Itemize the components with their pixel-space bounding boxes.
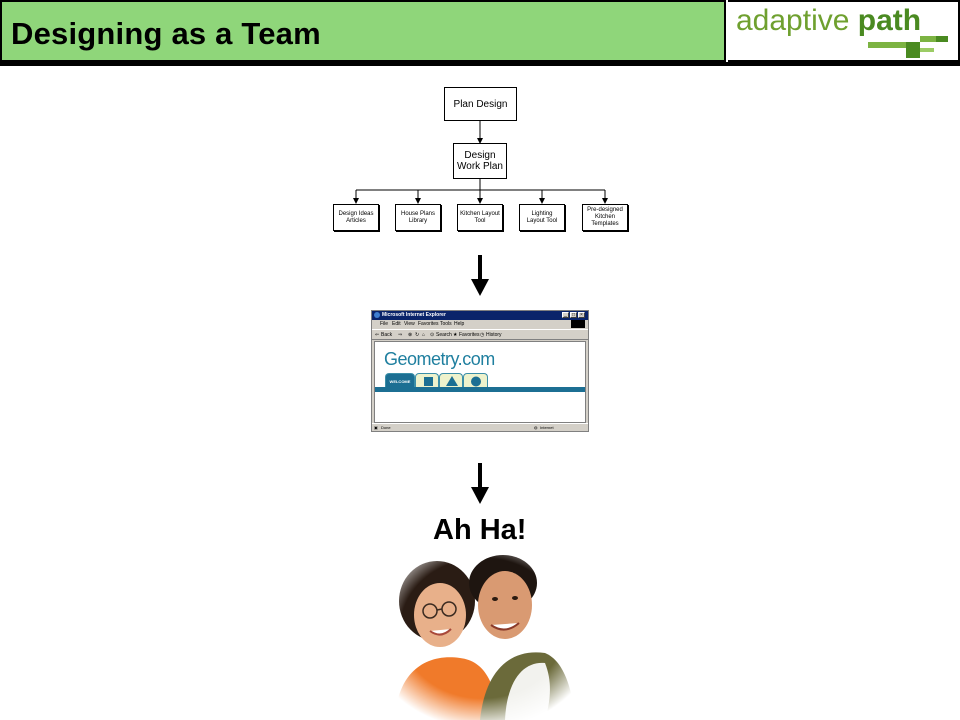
browser-screenshot: Microsoft Internet Explorer _ □ × File E…	[371, 310, 589, 432]
browser-window-title: Microsoft Internet Explorer	[382, 312, 446, 318]
home-icon: ⌂	[422, 332, 426, 338]
tab-square	[415, 373, 439, 388]
status-zone: Internet	[540, 425, 554, 430]
flow-box-child: Kitchen Layout Tool	[457, 204, 503, 231]
back-arrow-icon: ⇐	[375, 332, 380, 338]
slide-header: Designing as a Team adaptive path	[0, 0, 960, 66]
history-icon: ◷	[480, 332, 485, 338]
tab-triangle	[439, 373, 463, 388]
site-title: Geometry.com	[384, 349, 495, 369]
browser-content: Geometry.com WELCOME	[374, 341, 586, 423]
ah-ha-heading: Ah Ha!	[433, 514, 527, 546]
status-icon: ▣	[374, 425, 378, 430]
favorites-icon: ★	[453, 332, 458, 338]
flowchart-connectors	[353, 121, 608, 204]
adaptive-path-logo: adaptive path	[736, 4, 921, 38]
menu-item: Favorites	[418, 321, 439, 327]
circle-icon	[471, 376, 481, 387]
ie-icon	[374, 312, 380, 318]
logo-box: adaptive path	[728, 0, 960, 62]
square-icon	[424, 377, 433, 386]
forward-arrow-icon: ⇒	[398, 332, 403, 338]
logo-text-bold: path	[857, 4, 922, 37]
flow-box-child: Pre-designed Kitchen Templates	[582, 204, 628, 231]
search-button-label: Search	[436, 332, 452, 338]
header-rule	[0, 62, 960, 66]
down-arrow-icon	[471, 463, 489, 504]
browser-titlebar: Microsoft Internet Explorer _ □ ×	[372, 311, 588, 320]
internet-zone-icon: ◍	[534, 425, 538, 430]
couple-photo	[385, 553, 580, 720]
tab-circle	[463, 373, 488, 388]
tab-welcome: WELCOME	[385, 373, 415, 388]
history-button-label: History	[486, 332, 502, 338]
menu-item: File	[380, 321, 389, 327]
flow-box-child: House Plans Library	[395, 204, 441, 231]
logo-steps-icon	[868, 36, 948, 58]
menu-item: View	[404, 321, 415, 327]
menu-item: Help	[454, 321, 465, 327]
flow-box-child: Lighting Layout Tool	[519, 204, 565, 231]
logo-text-light: adaptive	[736, 4, 850, 37]
flow-box-design-work-plan: Design Work Plan	[453, 143, 507, 179]
triangle-icon	[446, 376, 458, 386]
site-nav-strip	[375, 387, 585, 392]
favorites-button-label: Favorites	[459, 332, 480, 338]
flow-box-plan-design: Plan Design	[444, 87, 517, 121]
browser-menubar: File Edit View Favorites Tools Help	[372, 320, 588, 329]
menu-item: Edit	[392, 321, 401, 327]
menu-item: Tools	[440, 321, 452, 327]
maximize-icon: □	[570, 312, 577, 318]
stop-icon: ⊗	[408, 332, 413, 338]
status-text: Done	[381, 425, 391, 430]
close-icon: ×	[578, 312, 585, 318]
windows-logo-icon	[571, 320, 585, 328]
down-arrow-icon	[471, 255, 489, 296]
flow-box-child: Design Ideas Articles	[333, 204, 379, 231]
search-icon: ⊙	[430, 332, 435, 338]
title-bar: Designing as a Team	[0, 0, 726, 62]
refresh-icon: ↻	[415, 332, 420, 338]
back-button-label: Back	[381, 332, 393, 338]
page-title: Designing as a Team	[11, 16, 321, 51]
browser-toolbar: ⇐ Back ⇒ ⊗ ↻ ⌂ ⊙ Search ★ Favorites ◷ Hi…	[372, 329, 588, 340]
browser-statusbar: ▣ Done ◍ Internet	[372, 423, 588, 431]
minimize-icon: _	[562, 312, 569, 318]
